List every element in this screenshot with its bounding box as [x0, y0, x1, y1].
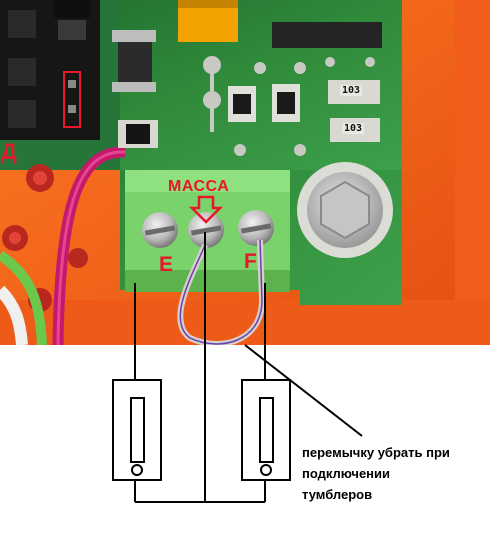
toggle-switch-left — [112, 379, 162, 481]
toggle-switch-right — [241, 379, 291, 481]
board-photo — [0, 0, 490, 345]
terminal-e-label: E — [159, 253, 174, 276]
edge-letter-label: Д — [1, 139, 17, 164]
note-line-1: перемычку убрать при — [302, 445, 450, 460]
resistor-code-bottom: 103 — [342, 123, 365, 134]
terminal-f-label: F — [244, 250, 257, 273]
ground-label: МАССА — [168, 178, 230, 195]
note-line-3: тумблеров — [302, 487, 373, 502]
jumper-removal-note: перемычку убрать при подключении тумблер… — [302, 442, 488, 505]
note-line-2: подключении — [302, 466, 391, 481]
resistor-code-top: 103 — [340, 85, 363, 96]
ground-arrow — [188, 195, 224, 224]
